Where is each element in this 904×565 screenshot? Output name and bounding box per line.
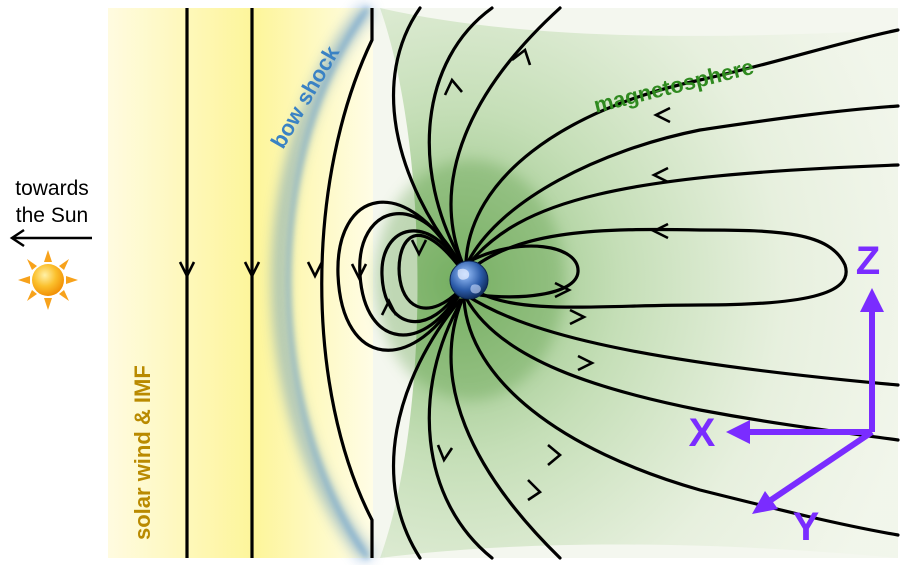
bow-shock-band <box>273 4 373 562</box>
imf-field-lines <box>185 8 374 558</box>
earth-icon <box>449 260 489 300</box>
axis-y-label: Y <box>793 505 820 549</box>
towards-label: towards <box>15 177 89 200</box>
sun-icon <box>18 250 78 310</box>
axis-z-label: Z <box>856 239 880 283</box>
axis-x-label: X <box>689 411 716 455</box>
the-sun-label: the Sun <box>16 204 88 227</box>
solar-wind-label: solar wind & IMF <box>130 365 155 540</box>
coordinate-axes <box>726 288 884 514</box>
left-arrow-icon <box>9 228 92 248</box>
magnetosphere-field-lines <box>336 6 900 560</box>
solar-wind-region <box>108 8 373 558</box>
